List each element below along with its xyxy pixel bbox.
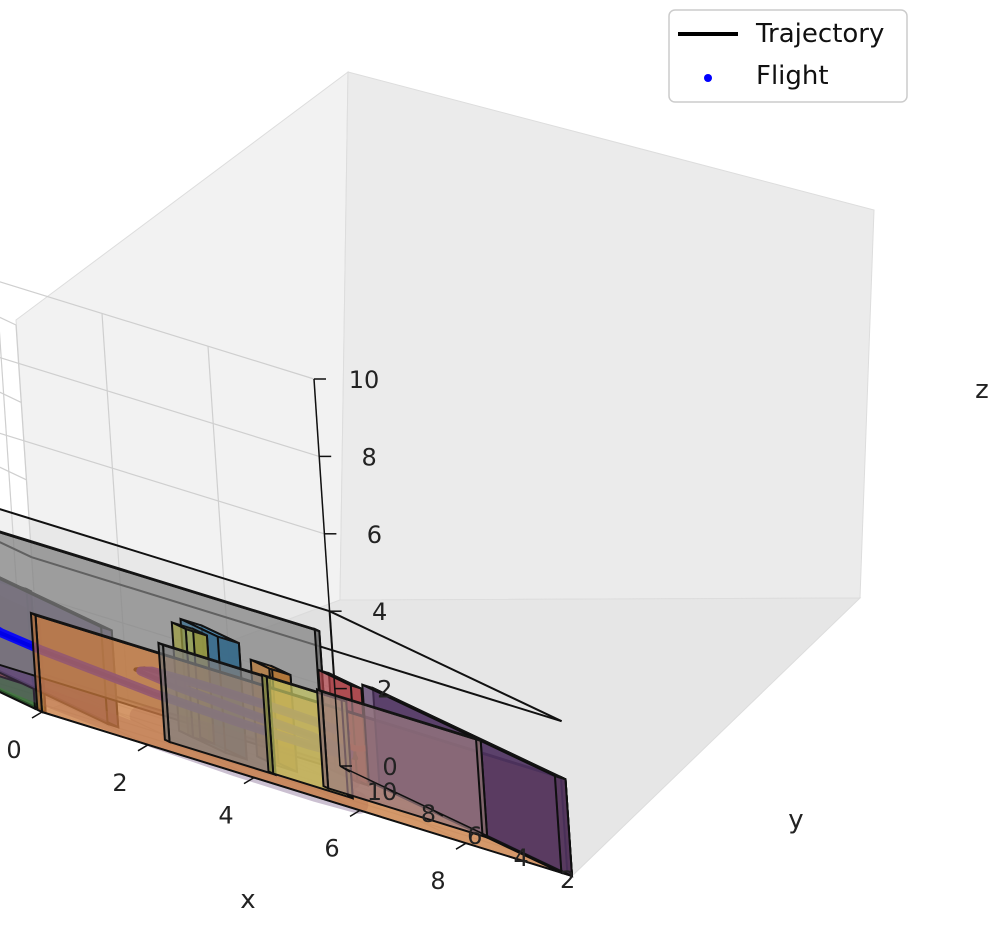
olive-wall-face (260, 673, 275, 776)
mauve-wall (315, 687, 489, 840)
pane-back-right (339, 71, 875, 601)
walls-front (29, 611, 574, 878)
x-axis-label: x (240, 885, 255, 915)
gray-wall-middle-face (157, 641, 171, 744)
legend: Trajectory Flight (668, 9, 908, 103)
x-tick-label: 8 (430, 867, 445, 895)
y-tick-label: 4 (514, 844, 529, 872)
y-tick-mark (339, 765, 351, 773)
y-tick-label: 10 (367, 778, 398, 806)
gray-wall-middle (157, 641, 277, 777)
y-tick-mark (525, 853, 536, 861)
y-tick-mark (432, 809, 444, 817)
grid-line (0, 357, 320, 457)
legend-flight-label: Flight (756, 61, 829, 91)
x-tick-mark (455, 842, 467, 850)
legend-flight-swatch (704, 74, 712, 82)
z-tick-label: 2 (377, 676, 392, 704)
y-tick-mark (478, 831, 490, 839)
y-tick-label: 8 (421, 800, 436, 828)
legend-trajectory-label: Trajectory (755, 19, 884, 49)
z-axis-line (313, 378, 341, 767)
x-tick-mark (243, 776, 255, 785)
z-tick-label: 6 (367, 521, 382, 549)
x-tick-label: 4 (218, 802, 233, 830)
x-tick-label: 6 (324, 834, 339, 862)
x-tick-label: 2 (112, 769, 127, 797)
boundary-edge (0, 508, 330, 613)
x-axis-line (41, 711, 573, 877)
y-axis-line (339, 765, 573, 877)
z-axis-label: z (975, 375, 989, 405)
boundary-edge (329, 610, 563, 723)
gray-long-wall-face (0, 530, 320, 633)
front-wall-face (29, 611, 44, 714)
y-tick-label: 2 (560, 866, 575, 894)
x-tick-mark (137, 744, 149, 752)
z-tick-label: 0 (382, 753, 397, 781)
x-tick-mark (349, 809, 361, 818)
z-tick-label: 8 (362, 443, 377, 471)
y-tick-mark (386, 787, 397, 795)
mauve-wall-face (315, 687, 330, 790)
grid-line (0, 432, 325, 535)
x-tick-label: 0 (6, 736, 21, 764)
grid-line (0, 316, 17, 326)
y-axis-label: y (788, 805, 803, 835)
z-tick-label: 4 (372, 598, 387, 626)
grid-line (0, 281, 315, 380)
y-tick-label: 6 (467, 822, 482, 850)
z-tick-label: 10 (349, 366, 380, 394)
x-tick-mark (31, 711, 43, 719)
